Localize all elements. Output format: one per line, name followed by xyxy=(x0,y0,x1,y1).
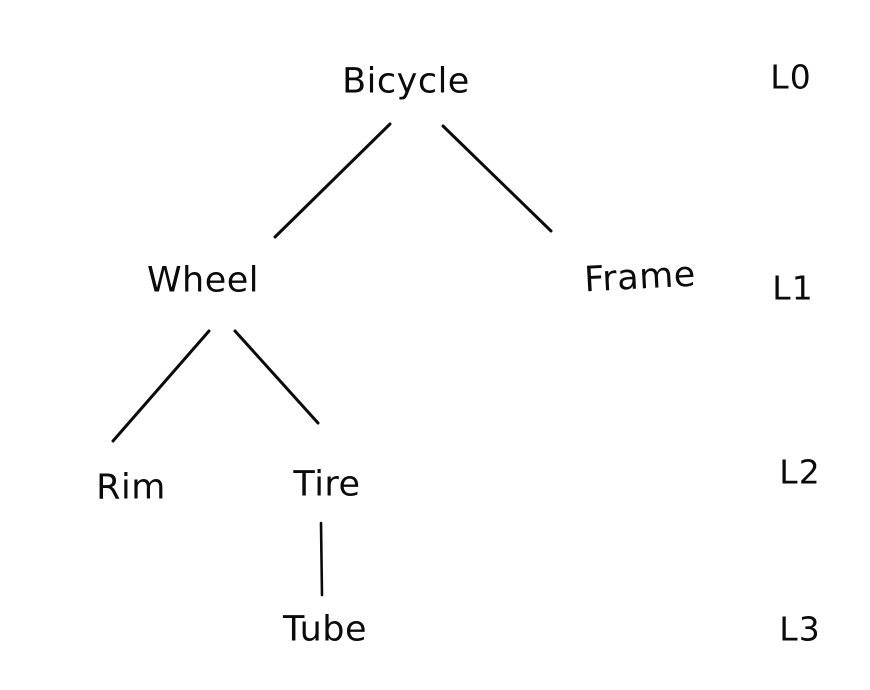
level-label-l0: L0 xyxy=(770,57,812,97)
node-tube[interactable]: Tube xyxy=(283,609,367,650)
node-tire[interactable]: Tire xyxy=(293,464,361,505)
edge-wheel-tire xyxy=(233,329,320,425)
edge-bicycle-wheel xyxy=(273,122,392,239)
node-wheel[interactable]: Wheel xyxy=(146,260,260,301)
level-label-l1: L1 xyxy=(772,268,814,308)
edge-tire-tube xyxy=(319,521,324,597)
node-frame[interactable]: Frame xyxy=(583,254,697,301)
node-rim[interactable]: Rim xyxy=(96,467,166,508)
level-label-l3: L3 xyxy=(779,609,821,649)
edge-wheel-rim xyxy=(111,329,211,443)
node-bicycle[interactable]: Bicycle xyxy=(342,61,470,102)
edge-bicycle-frame xyxy=(441,124,553,233)
level-label-l2: L2 xyxy=(779,452,821,492)
